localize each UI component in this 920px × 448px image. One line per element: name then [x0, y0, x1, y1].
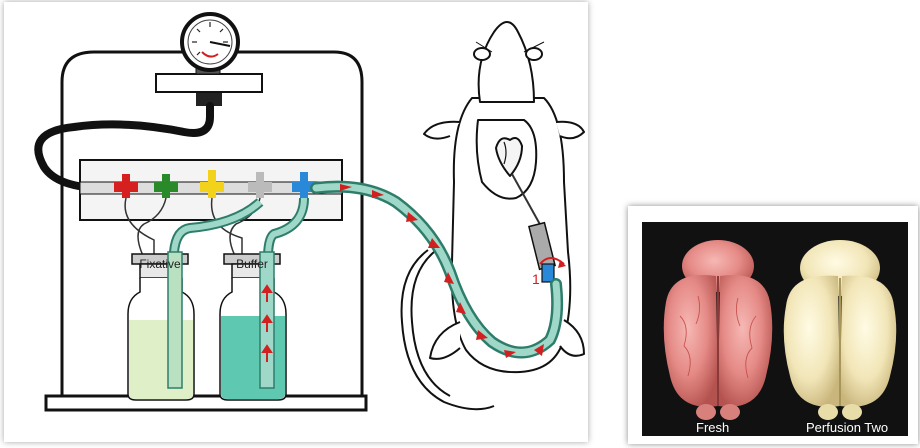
fixative-bottle	[128, 252, 194, 400]
fixative-label: Fixative	[139, 257, 181, 271]
caption-fresh: Fresh	[696, 420, 729, 435]
pressure-gauge	[156, 14, 262, 106]
perfusion-diagram: Fixative Buffer	[4, 2, 588, 442]
perfused-brain	[784, 240, 897, 420]
step-numeral: 1	[532, 271, 540, 287]
rat-illustration	[402, 22, 584, 409]
brain-photo: Fresh Perfusion Two	[628, 206, 918, 444]
caption-perfusion: Perfusion Two	[806, 420, 888, 435]
buffer-label: Buffer	[236, 257, 268, 271]
perfusion-diagram-panel: Fixative Buffer	[4, 2, 588, 442]
brain-photo-panel: Fresh Perfusion Two	[628, 206, 918, 444]
buffer-bottle	[220, 252, 286, 400]
